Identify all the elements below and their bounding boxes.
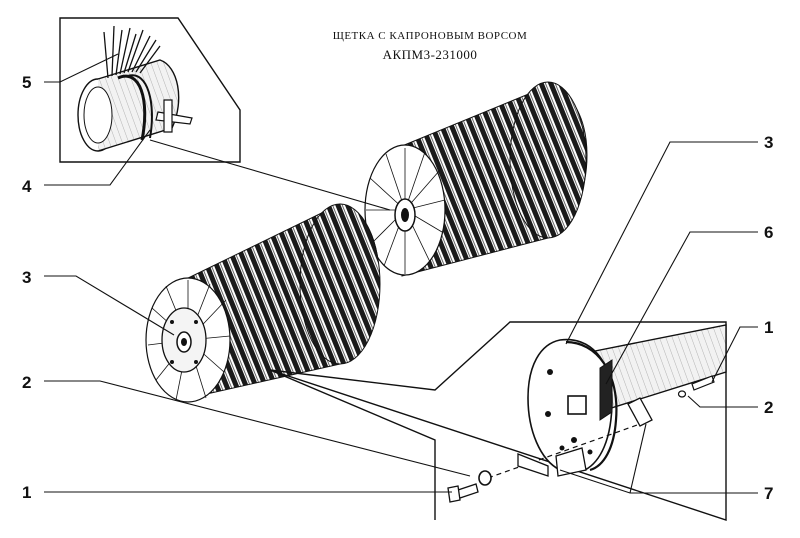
callout-3-left: 3 xyxy=(22,268,31,287)
callout-1-right: 1 xyxy=(764,318,773,337)
callout-7-right: 7 xyxy=(764,484,773,503)
callout-6-right: 6 xyxy=(764,223,773,242)
callout-labels: 5 4 3 2 1 3 6 1 2 7 xyxy=(22,73,773,503)
callout-2-right: 2 xyxy=(764,398,773,417)
callout-1-left: 1 xyxy=(22,483,31,502)
brush-drum-right xyxy=(364,81,588,277)
diagram-title: ЩЕТКА С КАПРОНОВЫМ ВОРСОМ xyxy=(332,30,528,42)
leader-lines xyxy=(44,53,758,494)
callout-3-right: 3 xyxy=(764,133,773,152)
mount-inset xyxy=(269,321,727,521)
diagram-part-number: АКПМ3-231000 xyxy=(382,47,478,62)
callout-4-left: 4 xyxy=(22,177,32,196)
callout-5-top-left: 5 xyxy=(22,73,31,92)
brush-drum-left xyxy=(145,203,381,403)
callout-2-left: 2 xyxy=(22,373,31,392)
detail-inset xyxy=(59,17,241,163)
